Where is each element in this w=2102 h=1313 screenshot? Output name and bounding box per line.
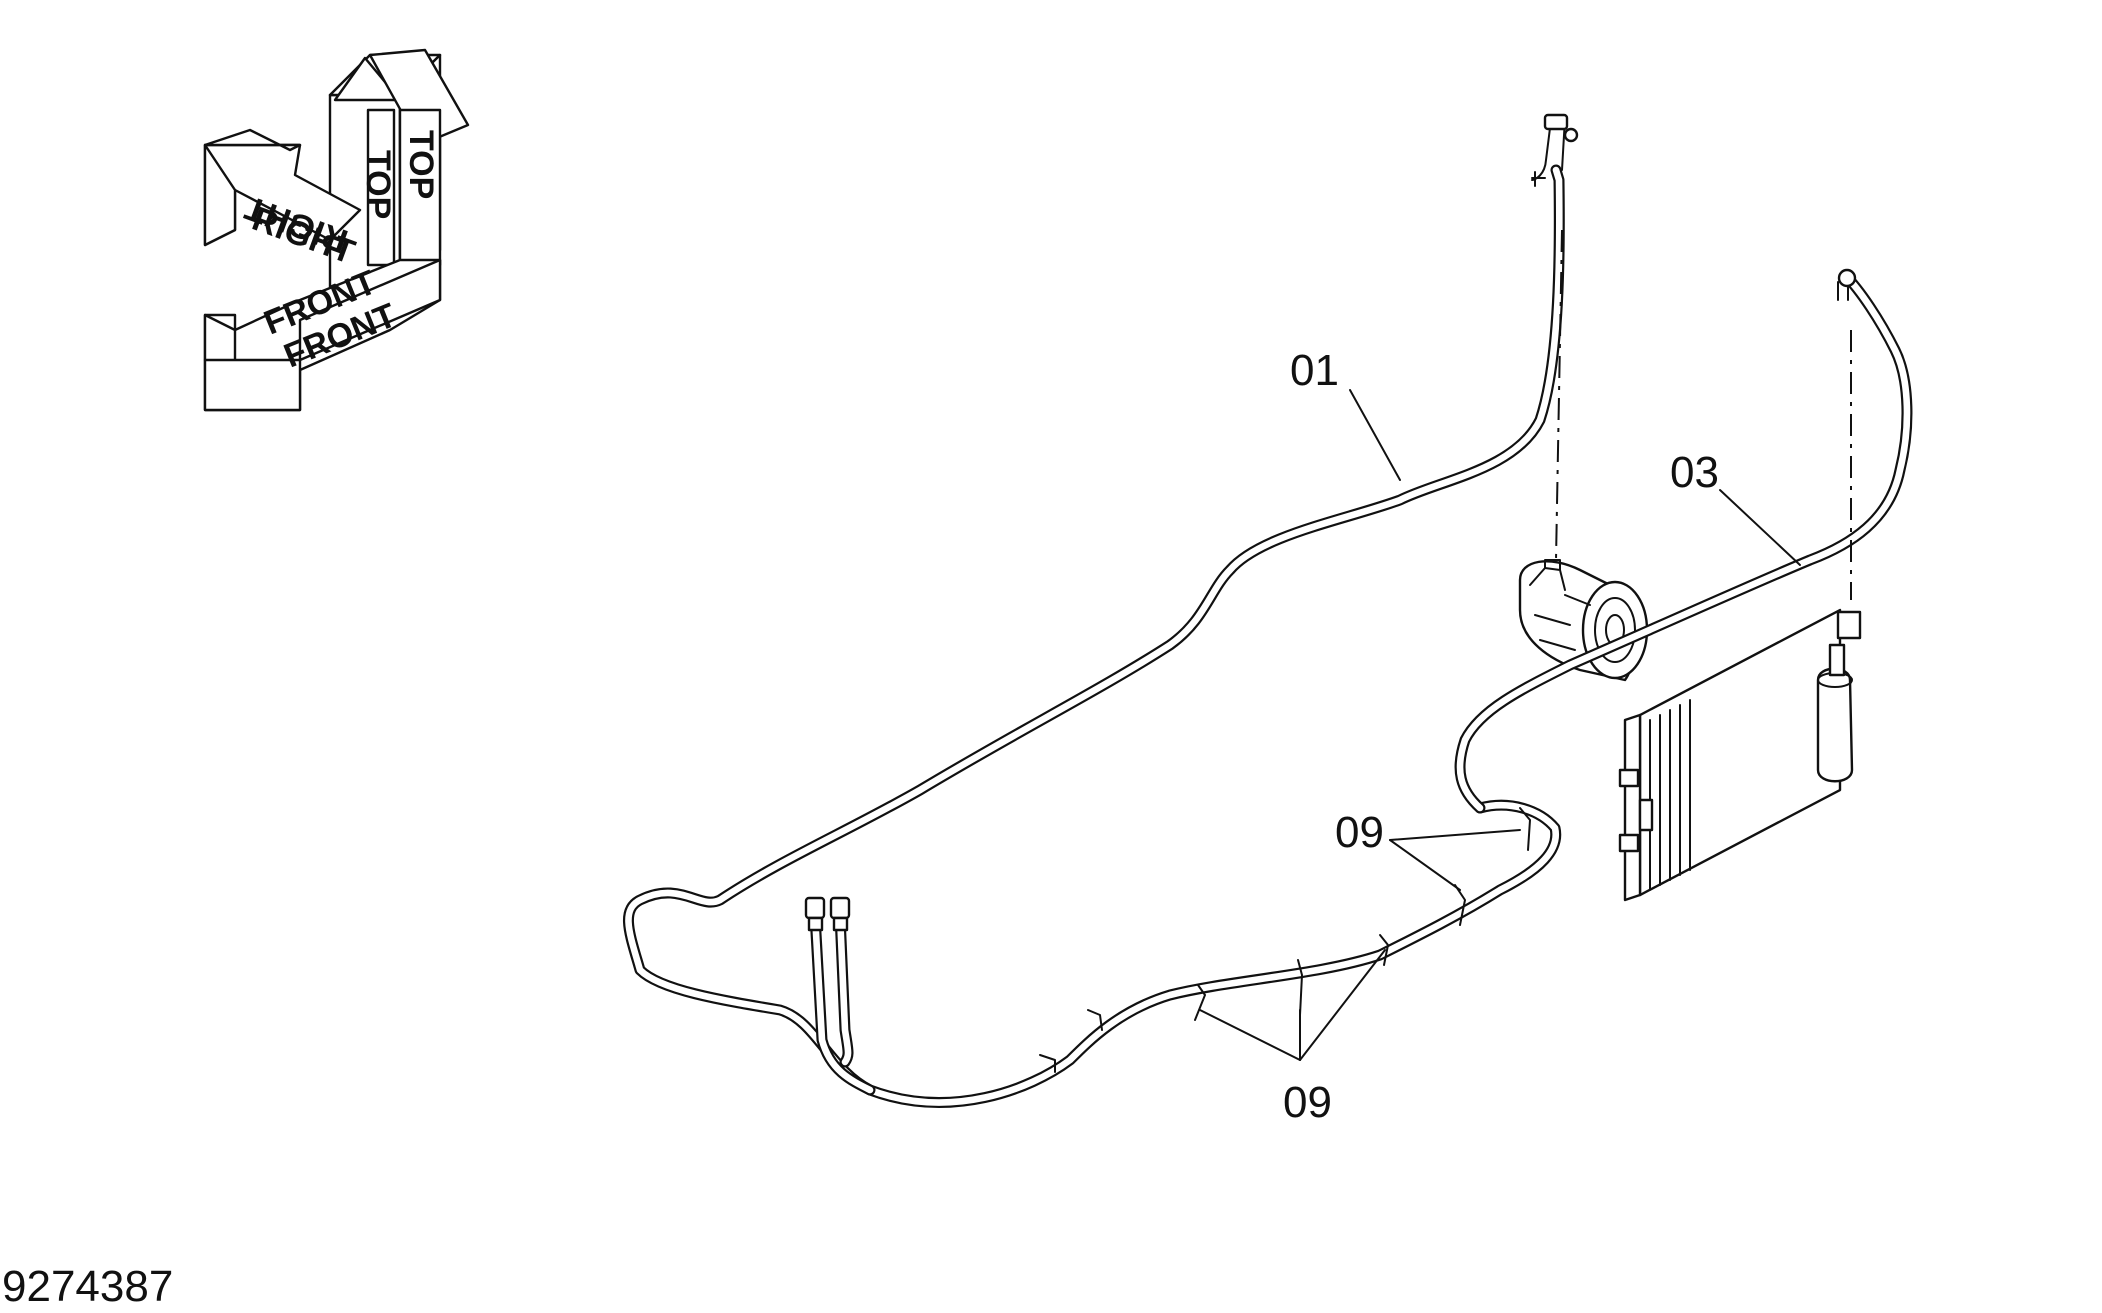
top-label-1: TOP — [359, 150, 397, 219]
top-arrow-icon — [328, 48, 470, 292]
fitting-pair-icon — [804, 896, 876, 1096]
clamp-icon — [1039, 807, 1531, 1073]
hose-01-leader-line — [1555, 229, 1563, 561]
callout-01: 01 — [1290, 346, 1339, 395]
condenser-icon — [1618, 608, 1842, 902]
hose-01-top-fitting-icon — [1531, 113, 1579, 187]
callout-09-lower: 09 — [1283, 1078, 1332, 1127]
hose-01 — [622, 164, 1565, 1108]
front-arrow-icon — [203, 258, 442, 412]
receiver-drier-icon — [1816, 610, 1862, 783]
drawing-number: 9274387 — [2, 1262, 174, 1311]
hose-03-top-fitting-icon — [1837, 268, 1857, 301]
orientation-indicator: TOP TOP RIGHT RIGHT FRONT FRONT — [203, 48, 470, 412]
top-label-2: TOP — [402, 130, 440, 199]
callout-09-upper: 09 — [1335, 808, 1384, 857]
callout-03: 03 — [1670, 448, 1719, 497]
right-arrow-icon — [203, 128, 362, 247]
callout-leaders — [1199, 389, 1801, 1061]
